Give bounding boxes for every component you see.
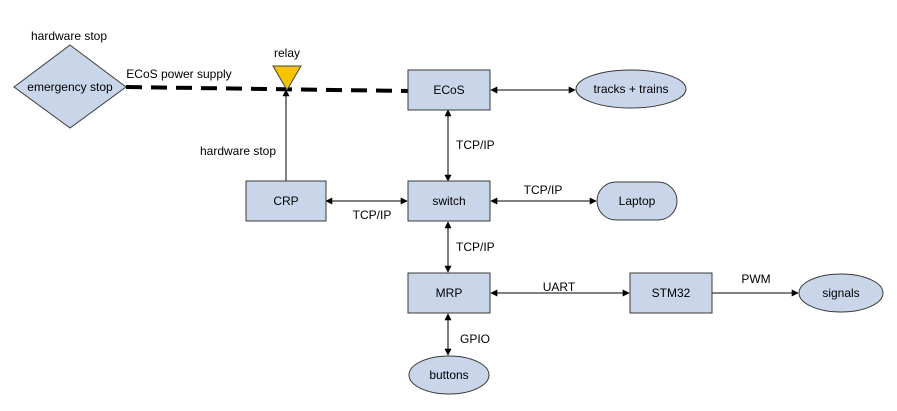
laptop-label: Laptop bbox=[619, 194, 656, 208]
stm32-node bbox=[629, 272, 713, 314]
switch-label: switch bbox=[432, 194, 465, 208]
mrp-label: MRP bbox=[436, 286, 463, 300]
signals-label: signals bbox=[822, 286, 859, 300]
tracks-trains-node bbox=[575, 69, 687, 109]
tcp-switch-mrp-label: TCP/IP bbox=[456, 240, 495, 254]
ecos-node bbox=[407, 69, 491, 111]
crp-node bbox=[245, 180, 327, 222]
crp-label: CRP bbox=[273, 194, 298, 208]
pwm-label: PWM bbox=[741, 272, 770, 286]
buttons-label: buttons bbox=[429, 368, 468, 382]
hardware-stop-top-label: hardware stop bbox=[31, 29, 107, 43]
buttons-node bbox=[408, 355, 490, 395]
relay-label: relay bbox=[274, 46, 300, 60]
hardware-stop-crp-label: hardware stop bbox=[200, 144, 276, 158]
laptop-node bbox=[596, 181, 678, 221]
tcp-ecos-switch-label: TCP/IP bbox=[456, 138, 495, 152]
switch-node bbox=[407, 180, 491, 222]
mrp-node bbox=[407, 272, 491, 314]
emergency-stop-label: emergency stop bbox=[27, 80, 113, 94]
ecos-power-supply-label: ECoS power supply bbox=[126, 67, 231, 81]
tcp-switch-laptop-label: TCP/IP bbox=[524, 183, 563, 197]
relay-icon bbox=[272, 65, 302, 91]
tcp-crp-switch-label: TCP/IP bbox=[353, 208, 392, 222]
uart-label: UART bbox=[543, 280, 576, 294]
ecos-label: ECoS bbox=[433, 83, 464, 97]
gpio-label: GPIO bbox=[460, 332, 490, 346]
stm32-label: STM32 bbox=[652, 286, 691, 300]
emergency-stop-node bbox=[13, 44, 127, 129]
tracks-trains-label: tracks + trains bbox=[593, 82, 668, 96]
signals-node bbox=[798, 273, 884, 313]
ecos-power-supply-line bbox=[125, 85, 409, 93]
